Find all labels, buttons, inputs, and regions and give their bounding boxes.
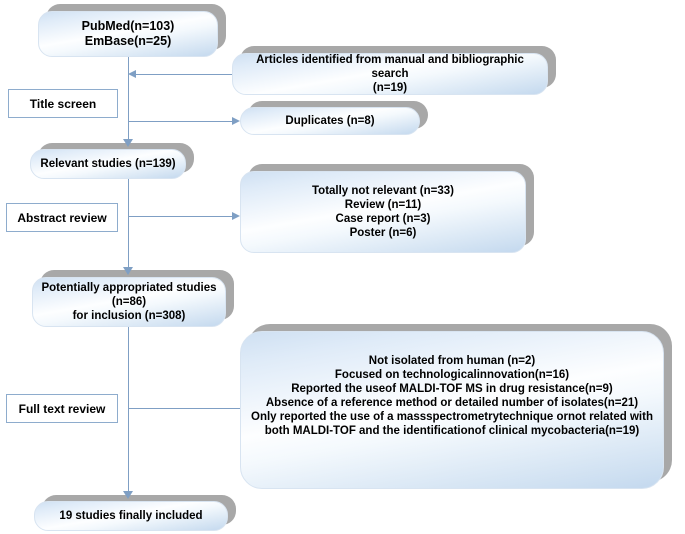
connector-records-to-relevant — [128, 57, 129, 139]
box-fulltext-exclusions-label: Not isolated from human (n=2) Focused on… — [251, 355, 653, 438]
connector-relevant-to-potential-arrowhead — [123, 267, 133, 275]
box-abstract-exclusions-label: Totally not relevant (n=33) Review (n=11… — [312, 184, 454, 240]
connector-duplicates-out — [128, 121, 232, 122]
box-manual-search: Articles identified from manual and bibl… — [232, 53, 548, 95]
stage-label-full-text-review: Full text review — [6, 394, 118, 423]
stage-label-abstract-review-text: Abstract review — [17, 210, 107, 225]
stage-label-full-text-review-text: Full text review — [18, 401, 106, 416]
connector-manual-search-in-arrowhead — [128, 70, 136, 78]
stage-label-title-screen: Title screen — [8, 89, 118, 118]
box-fulltext-exclusions: Not isolated from human (n=2) Focused on… — [240, 331, 664, 489]
stage-label-abstract-review: Abstract review — [6, 203, 118, 232]
connector-records-to-relevant-arrowhead — [123, 139, 133, 147]
box-final-included: 19 studies finally included — [34, 501, 228, 531]
connector-duplicates-out-arrowhead — [232, 117, 240, 125]
box-potentially-appropriated-label: Potentially appropriated studies (n=86) … — [41, 281, 217, 322]
box-relevant-studies-label: Relevant studies (n=139) — [40, 157, 176, 170]
box-manual-search-label: Articles identified from manual and bibl… — [256, 53, 524, 95]
box-records-identified-label: PubMed(n=103) EmBase(n=25) — [81, 18, 175, 48]
box-records-identified: PubMed(n=103) EmBase(n=25) — [38, 11, 218, 57]
connector-abstract-exclusions-out-arrowhead — [232, 212, 240, 220]
box-relevant-studies: Relevant studies (n=139) — [30, 149, 186, 179]
box-potentially-appropriated: Potentially appropriated studies (n=86) … — [32, 277, 226, 327]
connector-relevant-to-potential — [128, 179, 129, 267]
connector-potential-to-final-arrowhead — [123, 491, 133, 499]
connector-manual-search-in — [136, 74, 232, 75]
stage-label-title-screen-text: Title screen — [29, 96, 97, 111]
box-abstract-exclusions: Totally not relevant (n=33) Review (n=11… — [240, 171, 526, 253]
connector-potential-to-final — [128, 327, 129, 491]
connector-fulltext-exclusions-out — [128, 408, 240, 409]
box-duplicates: Duplicates (n=8) — [240, 107, 420, 135]
box-final-included-label: 19 studies finally included — [59, 509, 203, 522]
connector-abstract-exclusions-out — [128, 216, 232, 217]
box-duplicates-label: Duplicates (n=8) — [285, 114, 375, 127]
